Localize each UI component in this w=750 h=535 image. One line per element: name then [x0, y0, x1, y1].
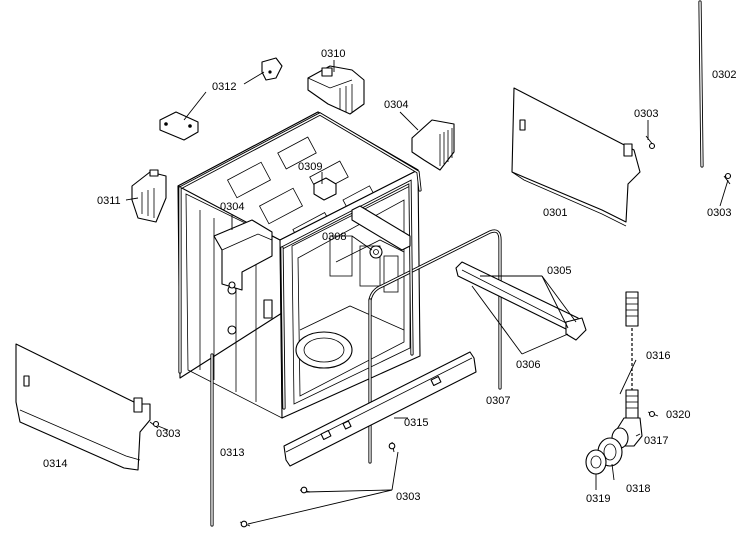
callout-0301: 0301: [543, 207, 567, 219]
callout-0304-top: 0304: [384, 99, 408, 111]
screw-0303-bottom-1: [299, 486, 311, 494]
screw-0303-right-panel: [645, 135, 656, 150]
callout-0303-bottom: 0303: [396, 491, 420, 503]
clip-0309: [313, 177, 337, 201]
callout-0307: 0307: [486, 395, 510, 407]
leader-lines: [125, 60, 729, 525]
screw-0303-bottom-2: [239, 520, 251, 528]
bracket-0311: [131, 169, 167, 223]
screw-0303-bottom-3: [388, 441, 396, 453]
callout-0313: 0313: [220, 447, 244, 459]
screw-0303-left-panel: [149, 420, 160, 429]
rail-0315: [283, 351, 477, 467]
callout-0303-left-panel: 0303: [156, 428, 180, 440]
callout-0319: 0319: [586, 493, 610, 505]
callout-0308: 0308: [322, 231, 346, 243]
hinge-plate-0308: [351, 205, 411, 259]
bracket-0310: [307, 65, 365, 115]
gasket-0307: [280, 179, 502, 464]
callout-0315: 0315: [404, 417, 428, 429]
ring-0319: [585, 449, 607, 475]
callout-0314: 0314: [43, 458, 67, 470]
callout-0316: 0316: [646, 350, 670, 362]
screw-0320: [647, 410, 659, 418]
callout-0303-right-panel: 0303: [634, 108, 658, 120]
callout-labels: 0310 0312 0304 0309 0311 0304 0308 0302 …: [43, 48, 736, 505]
callout-0320: 0320: [666, 409, 690, 421]
hinge-bracket-0304-right: [411, 119, 455, 171]
bracket-0312: [159, 57, 283, 141]
door-seal-0313: [178, 112, 422, 527]
callout-0317: 0317: [644, 435, 668, 447]
screw-0303-far-right: [723, 172, 732, 185]
callout-0305: 0305: [547, 265, 571, 277]
arm-0305: [455, 261, 587, 341]
callout-0303-far-right: 0303: [707, 207, 731, 219]
callout-0311: 0311: [97, 195, 121, 207]
side-panel-0314: [15, 343, 151, 471]
strip-0302: [698, 0, 704, 168]
callout-0302: 0302: [712, 69, 736, 81]
callout-0306: 0306: [516, 359, 540, 371]
tub-assembly: [177, 111, 421, 419]
side-panel-0301: [511, 87, 641, 227]
callout-0309: 0309: [298, 161, 322, 173]
callout-0310: 0310: [321, 48, 345, 60]
callout-0318: 0318: [626, 483, 650, 495]
callout-0304-side: 0304: [220, 201, 244, 213]
hinge-bracket-0304-left: [213, 219, 273, 291]
callout-0312: 0312: [212, 81, 236, 93]
hose-0316: [625, 291, 639, 419]
